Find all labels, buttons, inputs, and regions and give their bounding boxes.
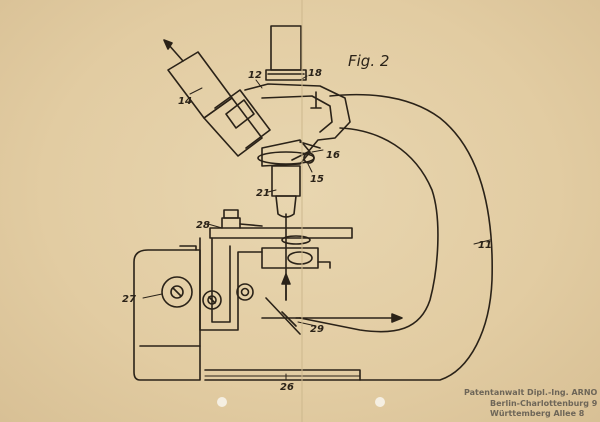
label-27: 27 [122, 294, 136, 305]
label-14: 14 [178, 96, 192, 107]
figure-title: Fig. 2 [348, 52, 389, 70]
stamp-line-3: Württemberg Allee 8 [490, 409, 585, 418]
label-29: 29 [310, 324, 324, 335]
label-26: 26 [280, 382, 294, 393]
fine-knob [202, 290, 222, 310]
eyepiece-tube [167, 51, 233, 119]
focus-knob [161, 276, 193, 308]
label-16: 16 [326, 150, 340, 161]
objective [271, 165, 301, 197]
condenser [261, 247, 319, 269]
label-15: 15 [310, 174, 324, 185]
arm-outline [204, 93, 493, 381]
label-28: 28 [196, 220, 210, 231]
head-housing [244, 83, 351, 161]
vertical-tube [270, 25, 302, 71]
nosepiece [261, 139, 311, 167]
punch-hole-left [217, 397, 227, 407]
stamp-line-2: Berlin-Charlottenburg 9 [490, 399, 598, 408]
label-21: 21 [256, 188, 270, 199]
label-12: 12 [248, 70, 262, 81]
label-18: 18 [308, 68, 322, 79]
tube-ring [265, 69, 307, 81]
punch-hole-right [375, 397, 385, 407]
arm-inner-outline [299, 127, 439, 333]
base-plate [204, 369, 361, 381]
label-11: 11 [478, 240, 492, 251]
stage-plate [209, 227, 353, 239]
base-housing [133, 249, 201, 381]
stamp-line-1: Patentanwalt Dipl.-Ing. ARNO SCHMID [464, 388, 600, 397]
